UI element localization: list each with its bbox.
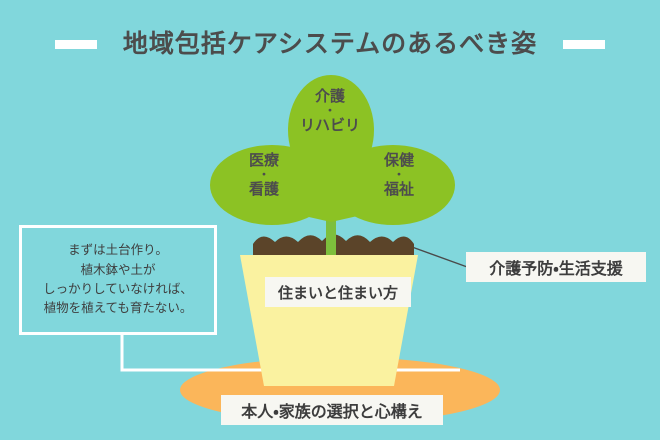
- leaf-label-care-rehab: 介護 ・ リハビリ: [275, 88, 385, 134]
- title-text: 地域包括ケアシステムのあるべき姿: [122, 29, 538, 58]
- title-dash-left-icon: [54, 39, 97, 49]
- leaf-left-line2: 看護: [248, 180, 279, 198]
- prevention-leader-line: [411, 246, 471, 269]
- banner-choice: 本人・家族の選択と心構え: [221, 395, 443, 425]
- leaf-top-line1: 介護: [314, 88, 345, 105]
- leaf-top: [288, 75, 374, 185]
- stem-in-soil: [326, 230, 336, 258]
- title-dash-right-icon: [563, 39, 606, 49]
- leaf-top-line2: リハビリ: [299, 116, 360, 134]
- leaf-left-separator: ・: [258, 168, 270, 181]
- banner-housing: 住まいと住まい方: [265, 277, 411, 307]
- flower-pot: [240, 255, 418, 386]
- banner-prevention-label: 介護予防・生活支援: [489, 261, 623, 278]
- leaf-label-health-welfare: 保健 ・ 福祉: [350, 152, 448, 198]
- banner-prevention: 介護予防・生活支援: [466, 252, 646, 282]
- page-title: 地域包括ケアシステムのあるべき姿: [0, 26, 660, 62]
- leaf-left-line1: 医療: [248, 152, 279, 169]
- banner-choice-label: 本人・家族の選択と心構え: [241, 404, 423, 421]
- leaf-right-line2: 福祉: [383, 180, 414, 198]
- foundation-note-box: まずは土台作り。 植木鉢や土が しっかりしていなければ、 植物を植えても育たない…: [19, 225, 217, 335]
- foundation-note-text: まずは土台作り。 植木鉢や土が しっかりしていなければ、 植物を植えても育たない…: [43, 243, 193, 316]
- leaf-right-separator: ・: [393, 168, 405, 181]
- leaf-label-medical-nursing: 医療 ・ 看護: [215, 152, 313, 198]
- banner-housing-label: 住まいと住まい方: [277, 284, 398, 302]
- leaf-right-line1: 保健: [383, 152, 414, 169]
- leaf-top-separator: ・: [324, 104, 336, 117]
- leaf-junction: [300, 140, 362, 222]
